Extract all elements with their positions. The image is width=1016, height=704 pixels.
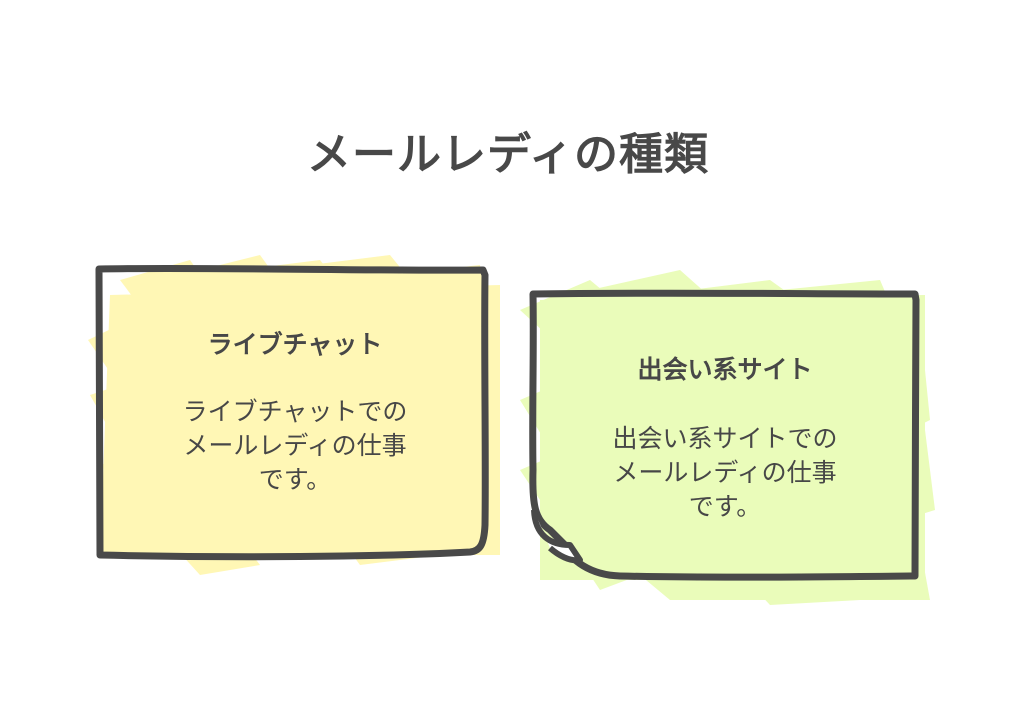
card-dating-site-body-line-3: です。 [688,492,762,521]
card-live-chat-body-line-3: です。 [258,465,332,494]
card-live-chat-title: ライブチャット [207,330,383,359]
card-live-chat-body-line-2: メールレディの仕事 [183,431,407,460]
card-dating-site: 出会い系サイト 出会い系サイトでの メールレディの仕事 です。 [510,270,940,610]
diagram-title: メールレディの種類 [307,129,709,180]
card-live-chat-body: ライブチャットでの メールレディの仕事 です。 [80,395,510,497]
card-live-chat-background [88,255,500,575]
card-dating-site-title: 出会い系サイト [637,355,813,384]
card-live-chat: ライブチャット ライブチャットでの メールレディの仕事 です。 [80,255,510,575]
card-dating-site-body-line-1: 出会い系サイトでの [612,424,838,453]
card-live-chat-body-line-1: ライブチャットでの [182,397,408,426]
card-dating-site-background [520,270,935,605]
card-dating-site-body-line-2: メールレディの仕事 [613,458,837,487]
card-dating-site-body: 出会い系サイトでの メールレディの仕事 です。 [510,422,940,524]
